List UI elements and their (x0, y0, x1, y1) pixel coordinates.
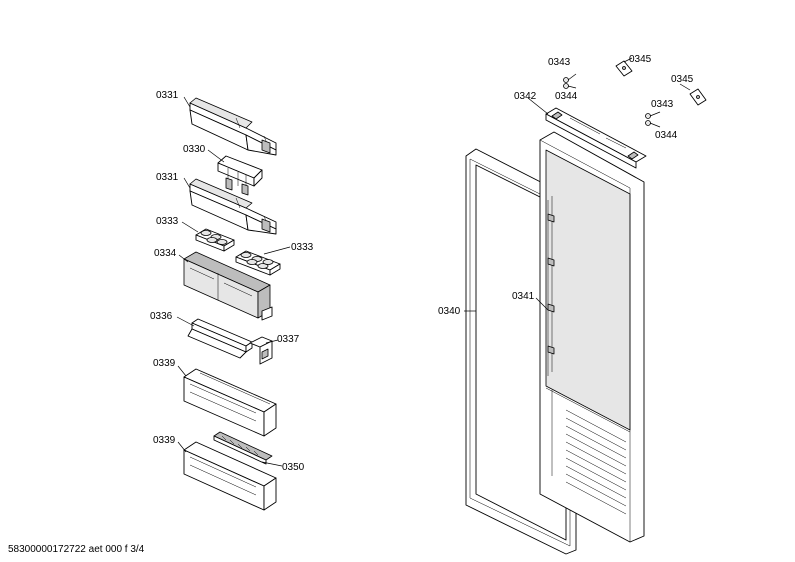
part-0343-0344-screws-left (563, 77, 569, 89)
label-0331-top: 0331 (156, 90, 179, 101)
part-0333-egg-tray-right (235, 250, 281, 276)
label-0339-upper: 0339 (153, 358, 176, 369)
document-code: 58300000172722 aet 000 f 3/4 (8, 544, 145, 555)
part-0341-door-liner (539, 131, 645, 543)
label-0343-lower: 0343 (651, 99, 674, 110)
part-0345-hinge-plate-right (689, 88, 707, 106)
label-0343-upper: 0343 (548, 57, 571, 68)
label-0333-right: 0333 (291, 242, 314, 253)
label-0345-left: 0345 (629, 54, 652, 65)
part-0334-butter-compartment (183, 251, 273, 321)
part-0331-top-door-shelf (189, 97, 277, 156)
label-0330: 0330 (183, 144, 206, 155)
label-0340: 0340 (438, 306, 461, 317)
label-0339-lower: 0339 (153, 435, 176, 446)
part-0350-bottle-rack (213, 431, 273, 465)
part-0337-clip (249, 336, 273, 365)
label-0333-left: 0333 (156, 216, 179, 227)
part-0342-hinge-bracket (545, 107, 647, 169)
label-0334: 0334 (154, 248, 177, 259)
part-0339-bottle-shelf-upper (183, 368, 277, 437)
part-0330-divider (217, 155, 263, 196)
label-0345-right: 0345 (671, 74, 694, 85)
label-0344-upper: 0344 (555, 91, 578, 102)
label-0350: 0350 (282, 462, 305, 473)
part-0331-door-shelf (189, 178, 277, 235)
label-0331-second: 0331 (156, 172, 179, 183)
label-0341: 0341 (512, 291, 535, 302)
label-0342: 0342 (514, 91, 537, 102)
part-0343-0344-screws-right (645, 113, 651, 126)
label-0337: 0337 (277, 334, 300, 345)
label-0344-lower: 0344 (655, 130, 678, 141)
part-0345-hinge-plate-left (615, 60, 633, 77)
part-0336-small-tray (187, 318, 253, 359)
part-0333-egg-tray-left (195, 228, 235, 252)
label-0336: 0336 (150, 311, 173, 322)
part-0339-bottle-shelf-lower (183, 441, 277, 511)
